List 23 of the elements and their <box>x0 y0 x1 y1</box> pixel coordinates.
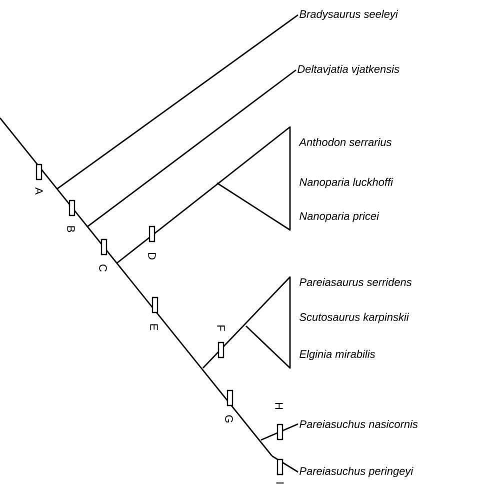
branch-line <box>56 14 298 190</box>
character-letter: F <box>217 326 225 331</box>
character-letter: G <box>225 415 233 422</box>
character-letter: A <box>35 187 43 195</box>
character-letter: D <box>148 252 156 260</box>
taxon-name: Scutosaurus karpinskii <box>300 312 410 324</box>
taxon-name: Nanoparia luckhoffi <box>300 178 394 188</box>
character-letter: C <box>99 264 107 272</box>
character-letter: H <box>275 402 283 410</box>
taxon-name: Bradysaurus seeleyi <box>300 10 398 20</box>
character-letter: I <box>276 482 284 484</box>
taxon-name: Nanoparia pricei <box>300 212 380 222</box>
taxon-name: Elginia mirabilis <box>300 350 376 360</box>
branch-line <box>86 69 296 228</box>
branch-line <box>260 423 298 441</box>
taxon-name: Deltavjatia vjatkensis <box>298 64 400 76</box>
taxon-name: Anthodon serrarius <box>298 138 392 146</box>
character-letter: E <box>150 324 158 330</box>
taxon-name: Pareiasaurus serridens <box>300 278 412 286</box>
taxon-name: Pareiasuchus nasicornis <box>300 420 418 428</box>
taxon-name: Pareiasuchus peringeyi <box>300 466 414 478</box>
branch-line <box>272 455 298 473</box>
character-letter: B <box>67 226 75 232</box>
